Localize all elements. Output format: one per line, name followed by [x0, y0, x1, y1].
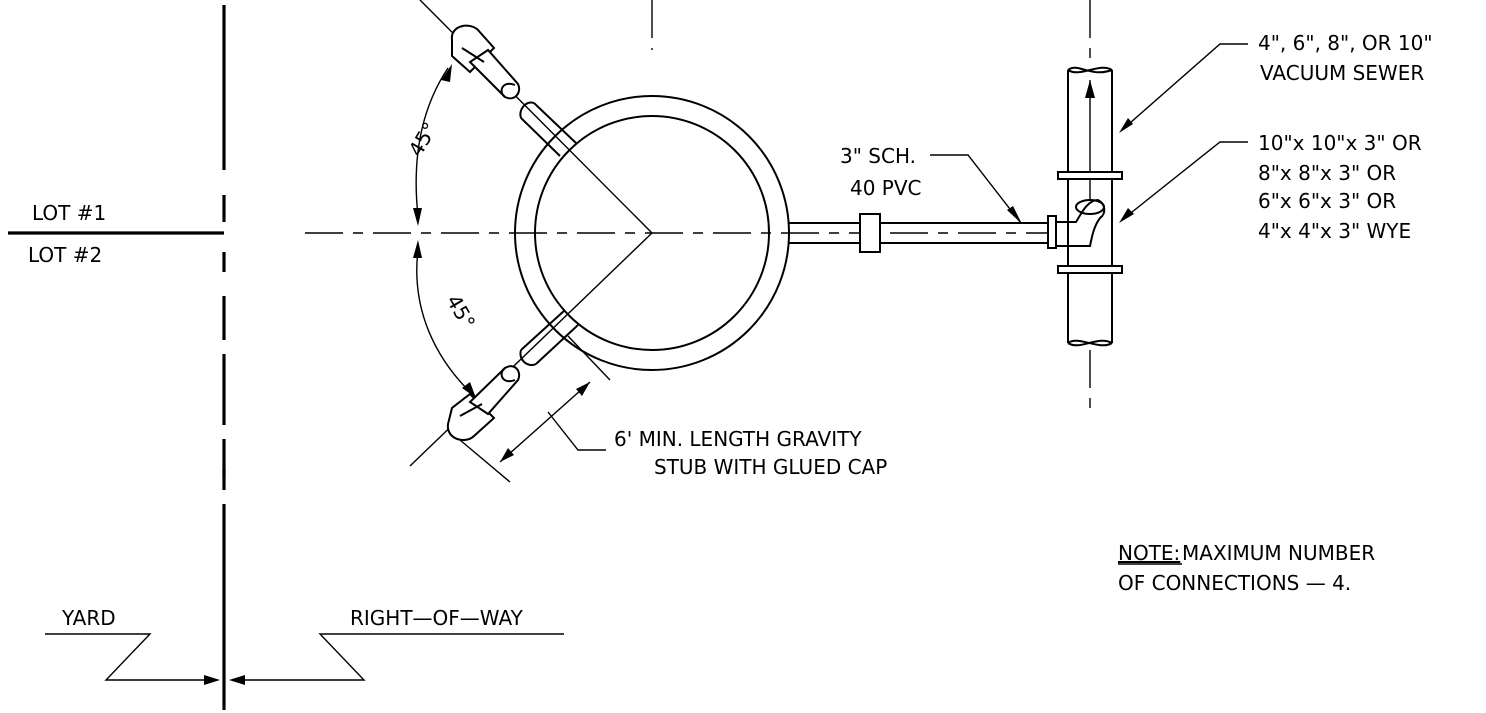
upper-capped-stub	[450, 24, 521, 100]
lower-angle-label: 45°	[442, 291, 481, 334]
sewer-label-line2: VACUUM SEWER	[1260, 61, 1424, 85]
yard-arrow-head	[204, 675, 220, 685]
sewer-leader-arrow	[1119, 118, 1133, 133]
arc-arrow-1	[441, 64, 452, 82]
yard-break-symbol	[45, 633, 216, 681]
wye-label-line4: 4"x 4"x 3" WYE	[1258, 219, 1411, 243]
tank-inner-circle	[534, 115, 770, 351]
upper-angle-label: 45°	[404, 118, 443, 161]
pvc-leader	[930, 154, 1021, 223]
wye-label-line1: 10"x 10"x 3" OR	[1258, 131, 1422, 155]
wye-leader	[1121, 141, 1248, 221]
note-prefix: NOTE:	[1118, 541, 1180, 565]
sewer-leader	[1121, 43, 1248, 131]
pvc-label-line2: 40 PVC	[850, 176, 922, 200]
lower-capped-stub	[446, 365, 521, 441]
wye-label-line3: 6"x 6"x 3" OR	[1258, 189, 1396, 213]
pvc-leader-arrow	[1007, 206, 1022, 224]
property-line-gaps	[218, 340, 230, 504]
upper-angle-arc	[415, 67, 449, 217]
tank-outer-circle	[514, 95, 790, 371]
yard-label: YARD	[61, 606, 116, 630]
right-of-way-label: RIGHT—OF—WAY	[350, 606, 524, 630]
arc-arrow-2	[413, 208, 422, 226]
row-break-symbol	[232, 633, 564, 681]
row-arrow-head	[229, 675, 245, 685]
lot2-label: LOT #2	[28, 243, 102, 267]
lower-angle-arc	[416, 249, 471, 393]
stub-label-line2: STUB WITH GLUED CAP	[654, 455, 887, 479]
vacuum-sewer-main	[1056, 0, 1123, 410]
upper-stub	[519, 101, 577, 157]
wye-label-line2: 8"x 8"x 3" OR	[1258, 161, 1396, 185]
wye-leader-arrow	[1119, 208, 1134, 223]
pvc-label-line1: 3" SCH.	[840, 144, 916, 168]
sewer-label-line1: 4", 6", 8", OR 10"	[1258, 31, 1433, 55]
pvc-pipe	[789, 213, 1057, 253]
stub-dimension	[459, 335, 611, 483]
lower-stub	[519, 309, 579, 366]
stub-label-line1: 6' MIN. LENGTH GRAVITY	[614, 427, 862, 451]
arc-arrow-3	[413, 240, 422, 258]
arc-arrow-4	[462, 382, 476, 398]
note-line1: MAXIMUM NUMBER	[1182, 541, 1375, 565]
note-line2: OF CONNECTIONS — 4.	[1118, 571, 1351, 595]
lot1-label: LOT #1	[32, 201, 106, 225]
